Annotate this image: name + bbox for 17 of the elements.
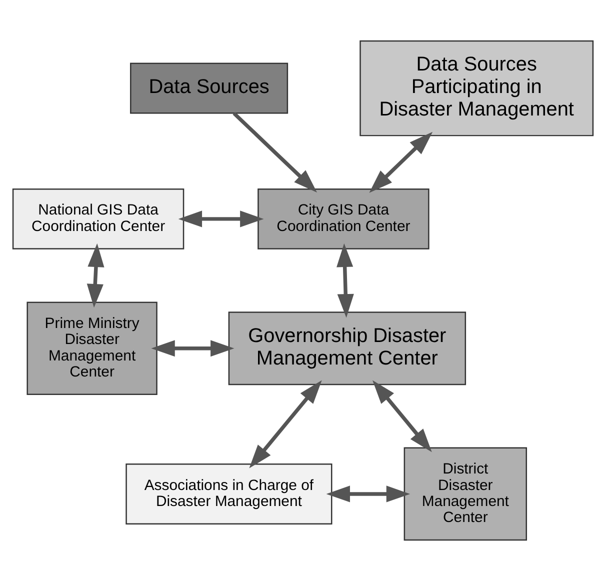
node-box: National GIS Data Coordination Center	[12, 188, 184, 250]
arrow	[151, 340, 234, 357]
node-box: Data Sources	[130, 62, 288, 114]
node-box: Data Sources Participating in Disaster Management	[360, 40, 594, 136]
node-box: City GIS Data Coordination Center	[258, 188, 430, 250]
arrow	[249, 380, 322, 468]
node-box: Prime Ministry Disaster Management Center	[26, 302, 158, 396]
arrow	[86, 243, 104, 308]
arrow	[336, 243, 354, 318]
arrow	[369, 132, 433, 193]
arrow	[178, 210, 264, 228]
arrow	[326, 486, 410, 502]
node-box: Governorship Disaster Management Center	[228, 312, 466, 386]
node-box: District Disaster Management Center	[404, 447, 528, 541]
node-box: Associations in Charge of Disaster Management	[126, 463, 332, 524]
arrow	[372, 380, 432, 452]
arrow	[232, 112, 318, 193]
